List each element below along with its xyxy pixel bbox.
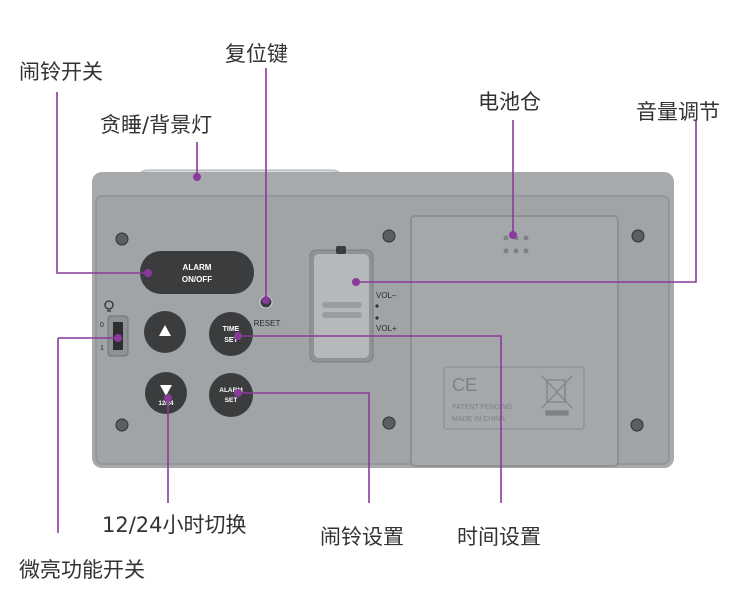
screw-icons bbox=[115, 229, 645, 432]
alarm-set-button[interactable] bbox=[209, 373, 253, 417]
alarm-on-off-button[interactable] bbox=[140, 251, 254, 294]
time-set-button[interactable] bbox=[209, 312, 253, 356]
switch-label-bottom: 1 bbox=[100, 345, 104, 352]
alarm-set-line1: ALARM bbox=[219, 387, 242, 394]
bulb-icon bbox=[104, 300, 114, 312]
callout-reset-key: 复位键 bbox=[225, 42, 288, 66]
callout-volume-adjust: 音量调节 bbox=[636, 100, 720, 124]
callout-alarm-setting: 闹铃设置 bbox=[320, 525, 404, 549]
alarm-set-line2: SET bbox=[225, 397, 238, 404]
callout-hour-mode-switch: 12/24小时切换 bbox=[102, 513, 247, 537]
time-set-line2: SET bbox=[224, 337, 238, 344]
callout-time-setting: 时间设置 bbox=[457, 525, 541, 549]
vol-minus-label: VOL– bbox=[376, 291, 397, 300]
callout-lines bbox=[56, 68, 697, 533]
ce-mark: CE bbox=[452, 375, 477, 395]
volume-slider[interactable] bbox=[309, 246, 379, 363]
time-set-line1: TIME bbox=[223, 326, 240, 333]
callout-battery-compartment: 电池仓 bbox=[478, 90, 541, 114]
callout-snooze-backlight: 贪睡/背景灯 bbox=[100, 113, 213, 137]
switch-label-top: 0 bbox=[100, 322, 104, 329]
callout-alarm-switch: 闹铃开关 bbox=[19, 60, 103, 84]
down-arrow-icon bbox=[160, 385, 172, 396]
callout-dots bbox=[114, 173, 517, 402]
callout-dim-light-switch: 微亮功能开关 bbox=[19, 558, 145, 582]
reset-label: RESET bbox=[254, 319, 281, 328]
alarm-button-line1: ALARM bbox=[183, 263, 212, 272]
weee-bin-icon bbox=[541, 375, 573, 416]
up-arrow-icon bbox=[159, 325, 171, 336]
alarm-button-line2: ON/OFF bbox=[182, 275, 212, 284]
hour-button-label: 12/24 bbox=[158, 401, 174, 407]
patent-text: PATENT PENDING bbox=[452, 404, 512, 411]
made-in-text: MADE IN CHINA bbox=[452, 416, 505, 423]
battery-compartment bbox=[410, 215, 619, 467]
vol-plus-label: VOL+ bbox=[376, 324, 397, 333]
